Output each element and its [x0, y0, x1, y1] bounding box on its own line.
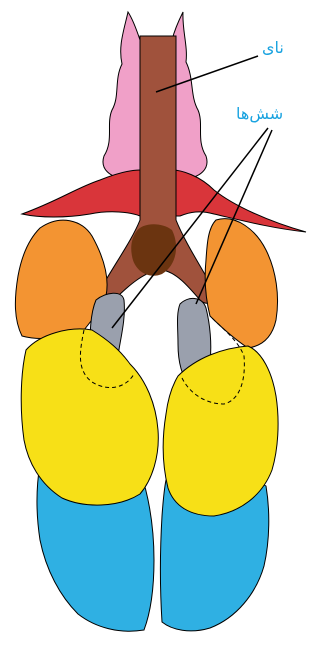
pink-gland-left [103, 12, 140, 180]
yellow-lobe-left [21, 329, 158, 505]
pink-gland-right [172, 12, 207, 180]
orange-lobe-right [205, 219, 277, 348]
trachea-label: نای [262, 38, 284, 57]
lungs-label: شش‌ها [236, 104, 283, 123]
